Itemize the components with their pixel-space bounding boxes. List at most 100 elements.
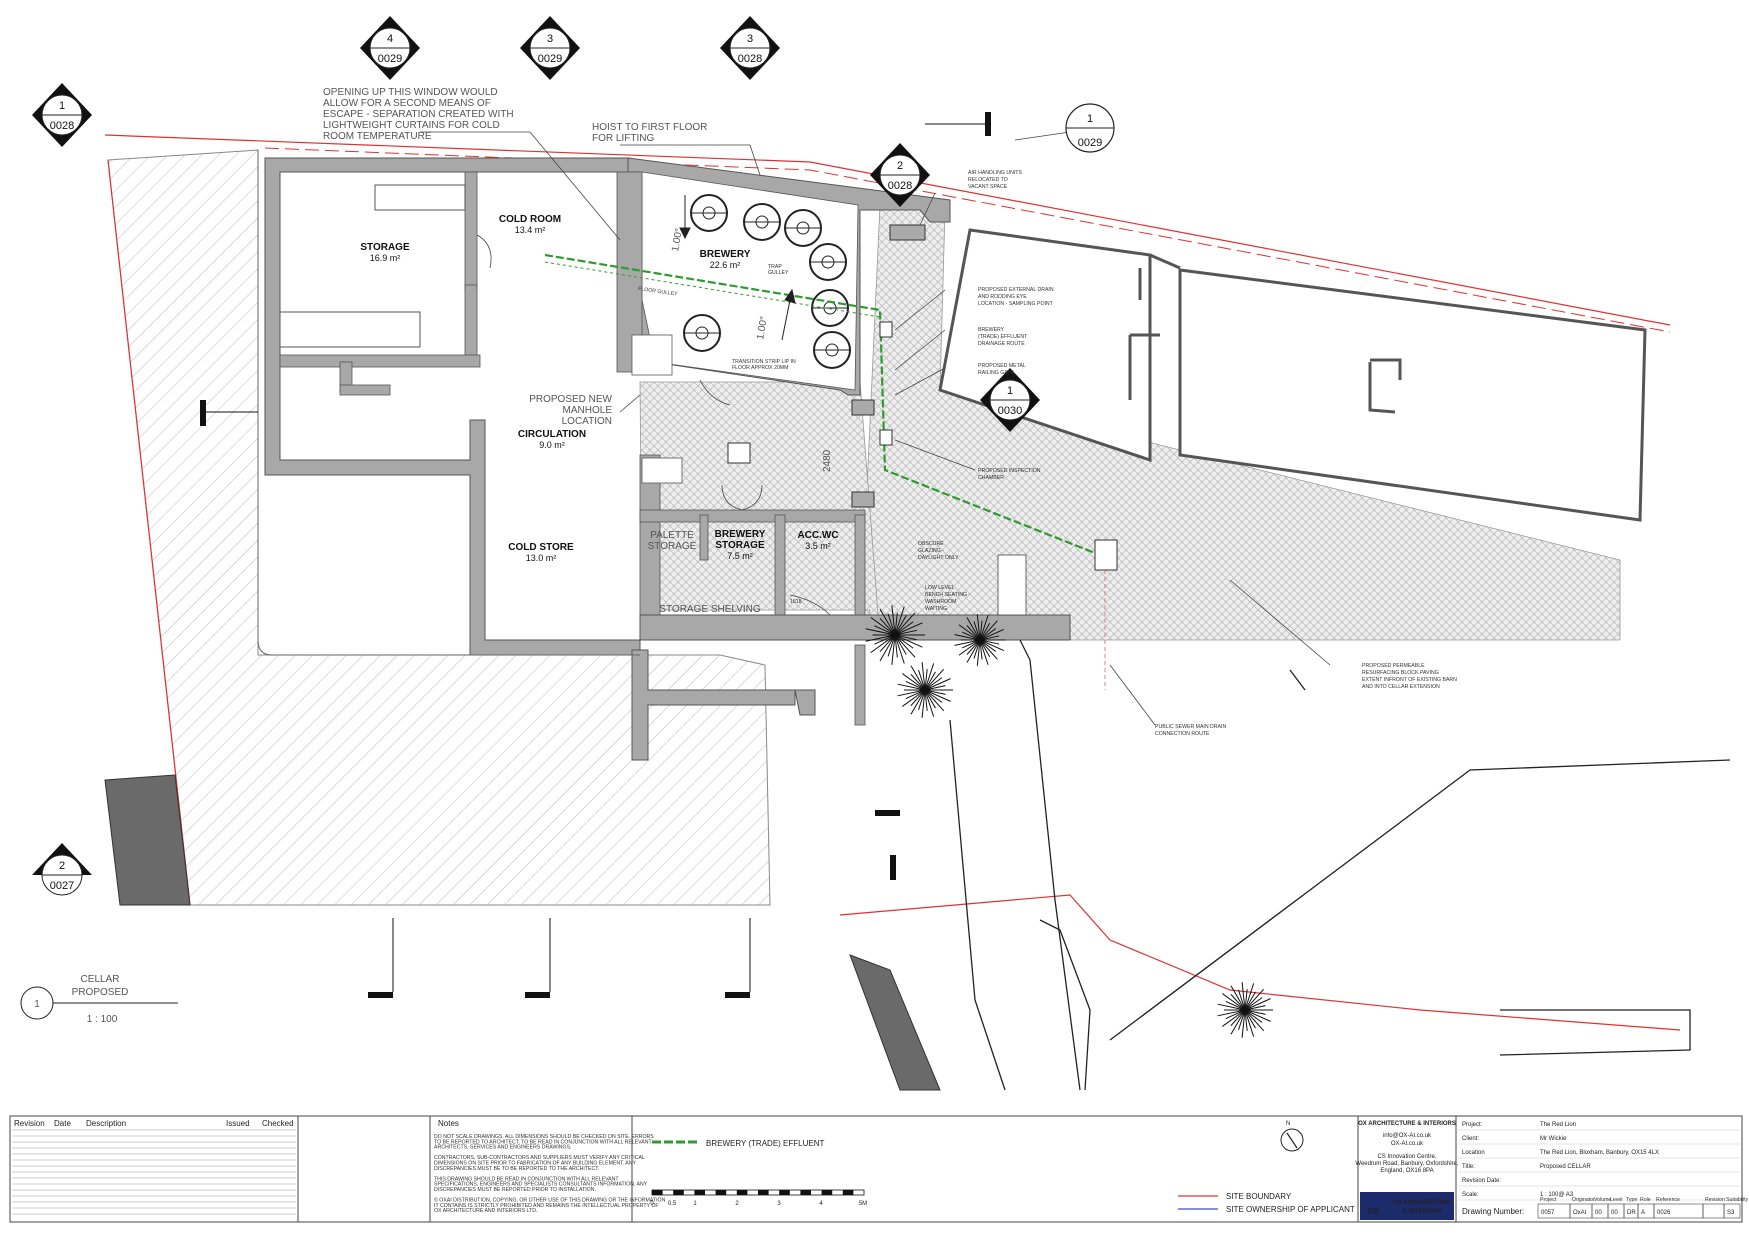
marker-number: 2	[59, 860, 65, 872]
brewery-storage-room: BREWERY	[715, 529, 766, 540]
tree	[954, 614, 1006, 666]
inspection-note: CHAMBER	[978, 475, 1004, 481]
marker-number: 1	[1007, 385, 1013, 397]
field-label: Client:	[1462, 1136, 1479, 1142]
paving-note: RESURFACING BLOCK PAVING	[1362, 670, 1439, 676]
storage-shelving-label: STORAGE SHELVING	[659, 604, 761, 615]
air-units-note: RELOCATED TO	[968, 177, 1008, 183]
notes-text: OX ARCHITECTURE AND INTERIORS LTD.	[434, 1208, 537, 1214]
storage-room: STORAGE	[360, 242, 410, 253]
external-drain-note: AND RODDING EYE	[978, 294, 1027, 300]
air-units-note: AIR HANDLING UNITS	[968, 170, 1022, 176]
field-label: Scale:	[1462, 1192, 1479, 1198]
brewery-storage-room: STORAGE	[715, 540, 765, 551]
field-value: The Red Lion	[1540, 1122, 1576, 1128]
legend-site-ownership: SITE OWNERSHIP OF APPLICANT	[1226, 1205, 1355, 1214]
storage-room-area: 16.9 m²	[370, 253, 401, 263]
logo-text: OX ARCHITECTURE	[1393, 1200, 1450, 1206]
scale-label: 4	[819, 1201, 823, 1207]
slope-arrows	[679, 195, 796, 341]
dn-value: DR	[1627, 1210, 1636, 1216]
marker-reference: 0030	[998, 405, 1022, 417]
revision-header: Description	[86, 1119, 126, 1128]
company-address: CS Innovation Centre,	[1377, 1154, 1436, 1160]
slope-label: 1.00°	[670, 227, 685, 252]
field-value: Proposed CELLAR	[1540, 1164, 1591, 1170]
air-units-note: VACANT SPACE	[968, 184, 1008, 190]
notes-text: DISCREPANCIES MUST BE REPORTED PRIOR TO …	[434, 1187, 596, 1193]
manhole-note: PROPOSED NEW	[529, 394, 612, 405]
marker-number: 3	[547, 33, 553, 45]
legend-site-boundary: SITE BOUNDARY	[1226, 1192, 1292, 1201]
field-value: Mr Wickie	[1540, 1136, 1567, 1142]
dn-header: Reference	[1656, 1197, 1680, 1203]
dimension-label: 1618	[790, 599, 802, 605]
north-arrow-icon: N	[1280, 1121, 1304, 1152]
view-number: 1	[34, 999, 40, 1010]
dn-value: A	[1641, 1210, 1645, 1216]
sewer-note: PUBLIC SEWER MAIN DRAIN	[1155, 724, 1226, 730]
marker-reference: 0028	[50, 120, 74, 132]
section-marker[interactable]: 1 0030	[980, 368, 1040, 432]
notes-text: DISCREPANCIES MUST BE TO BE REPORTED TO …	[434, 1166, 599, 1172]
dimension-label: 2480	[822, 449, 833, 472]
notes-text: CONTRACTORS, SUB-CONTRACTORS AND SUPPLIE…	[434, 1155, 645, 1161]
window-note: LIGHTWEIGHT CURTAINS FOR COLD	[323, 120, 500, 131]
notes-text: THIS DRAWING SHOULD BE READ IN CONJUNCTI…	[434, 1176, 619, 1182]
floor-gulley-label: FLOOR GULLEY	[638, 286, 679, 298]
external-drain-note: LOCATION - SAMPLING POINT	[978, 301, 1054, 307]
north-label: N	[1286, 1121, 1290, 1127]
view-scale: 1 : 100	[87, 1014, 118, 1025]
transition-note: TRANSITION STRIP LIP IN	[732, 359, 796, 365]
obscure-glazing-note: OBSCURE	[918, 541, 944, 547]
inspection-note: PROPOSED INSPECTION	[978, 468, 1041, 474]
cold-room: COLD ROOM	[499, 214, 561, 225]
fermenter-vessel	[809, 243, 847, 281]
brewery-storage-room-area: 7.5 m²	[727, 551, 753, 561]
revision-header: Issued	[226, 1119, 250, 1128]
palette-storage: STORAGE	[648, 541, 697, 552]
fermenter-vessel	[811, 289, 849, 327]
fermenter-vessel	[813, 331, 851, 369]
site-lines	[949, 639, 1731, 1091]
marker-number: 2	[897, 160, 903, 172]
field-value: 1 : 100@ A3	[1540, 1192, 1574, 1198]
obscure-glazing-note: GLAZING -	[918, 548, 944, 554]
fermenter-vessel	[690, 194, 728, 232]
hoist-note: HOIST TO FIRST FLOOR	[592, 122, 707, 133]
scale-label: 5M	[859, 1201, 867, 1207]
view-name: PROPOSED	[72, 987, 129, 998]
company-web: OX-AI.co.uk	[1391, 1141, 1424, 1147]
bench-note: WAITING	[925, 606, 947, 612]
dn-header: Level	[1610, 1197, 1622, 1203]
circulation-room: CIRCULATION	[518, 429, 586, 440]
dn-value: 00	[1595, 1210, 1602, 1216]
dn-header: Type	[1626, 1197, 1637, 1203]
site-boundary-line	[104, 134, 1681, 1031]
scale-label: 0	[650, 1201, 654, 1207]
dn-header: Role	[1640, 1197, 1651, 1203]
paving-note: AND INTO CELLAR EXTENSION	[1362, 684, 1440, 690]
window-note: ESCAPE - SEPARATION CREATED WITH	[323, 109, 514, 120]
field-label: Title:	[1462, 1164, 1475, 1170]
tree	[1217, 982, 1273, 1038]
marker-reference: 0029	[378, 53, 402, 65]
transition-note: FLOOR APPROX 20MM	[732, 365, 789, 371]
company-address: Weedrum Road, Banbury, Oxfordshire,	[1355, 1161, 1458, 1167]
dn-value: S3	[1727, 1210, 1735, 1216]
effluent-drainage-route	[544, 224, 1118, 690]
external-drain-note: PROPOSED EXTERNAL DRAIN	[978, 287, 1054, 293]
window-note: ROOM TEMPERATURE	[323, 131, 432, 142]
bench-note: BENCH SEATING -	[925, 592, 970, 598]
dn-value: 0026	[1657, 1210, 1671, 1216]
